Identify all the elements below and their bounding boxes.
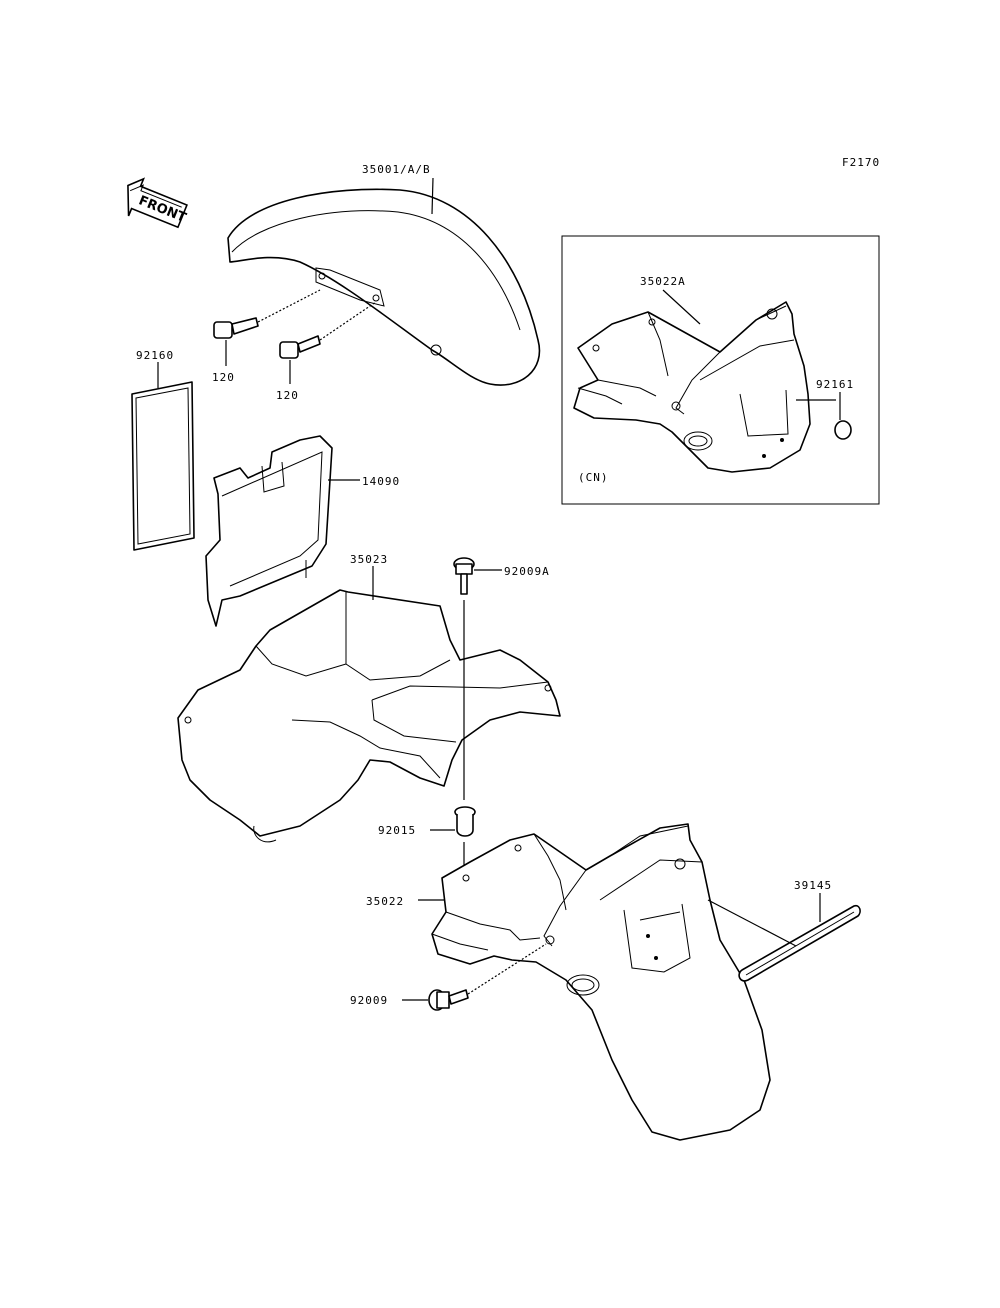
screw-92009-icon bbox=[428, 989, 469, 1011]
inset-note: (CN) bbox=[578, 471, 609, 484]
label-inner-fender: 35023 bbox=[350, 553, 388, 566]
inner-fender-35023 bbox=[177, 589, 561, 843]
inset-panel bbox=[561, 235, 880, 505]
label-bolt-left: 120 bbox=[212, 371, 235, 384]
label-rear-fender: 35022 bbox=[366, 895, 404, 908]
front-arrow-icon: FRONT bbox=[127, 177, 188, 229]
label-trim-strip: 39145 bbox=[794, 879, 832, 892]
bolt-left-icon bbox=[213, 289, 321, 339]
label-bolt-right: 120 bbox=[276, 389, 299, 402]
trim-strip-39145 bbox=[738, 904, 861, 982]
pad-92160 bbox=[131, 381, 195, 551]
label-inset-plug: 92161 bbox=[816, 378, 854, 391]
grommet-92015-icon bbox=[454, 806, 476, 837]
bolt-right-icon bbox=[279, 301, 377, 359]
front-fender bbox=[227, 188, 541, 386]
rear-fender-35022 bbox=[431, 823, 771, 1141]
figure-code: F2170 bbox=[842, 156, 880, 169]
label-inset-fender: 35022A bbox=[640, 275, 686, 288]
label-grommet: 92015 bbox=[378, 824, 416, 837]
label-pad: 92160 bbox=[136, 349, 174, 362]
label-screw-bottom: 92009 bbox=[350, 994, 388, 1007]
label-screw-top: 92009A bbox=[504, 565, 550, 578]
screw-92009a-icon bbox=[453, 557, 475, 595]
cover-14090 bbox=[205, 435, 333, 627]
label-cover: 14090 bbox=[362, 475, 400, 488]
label-front-fender: 35001/A/B bbox=[362, 163, 431, 176]
